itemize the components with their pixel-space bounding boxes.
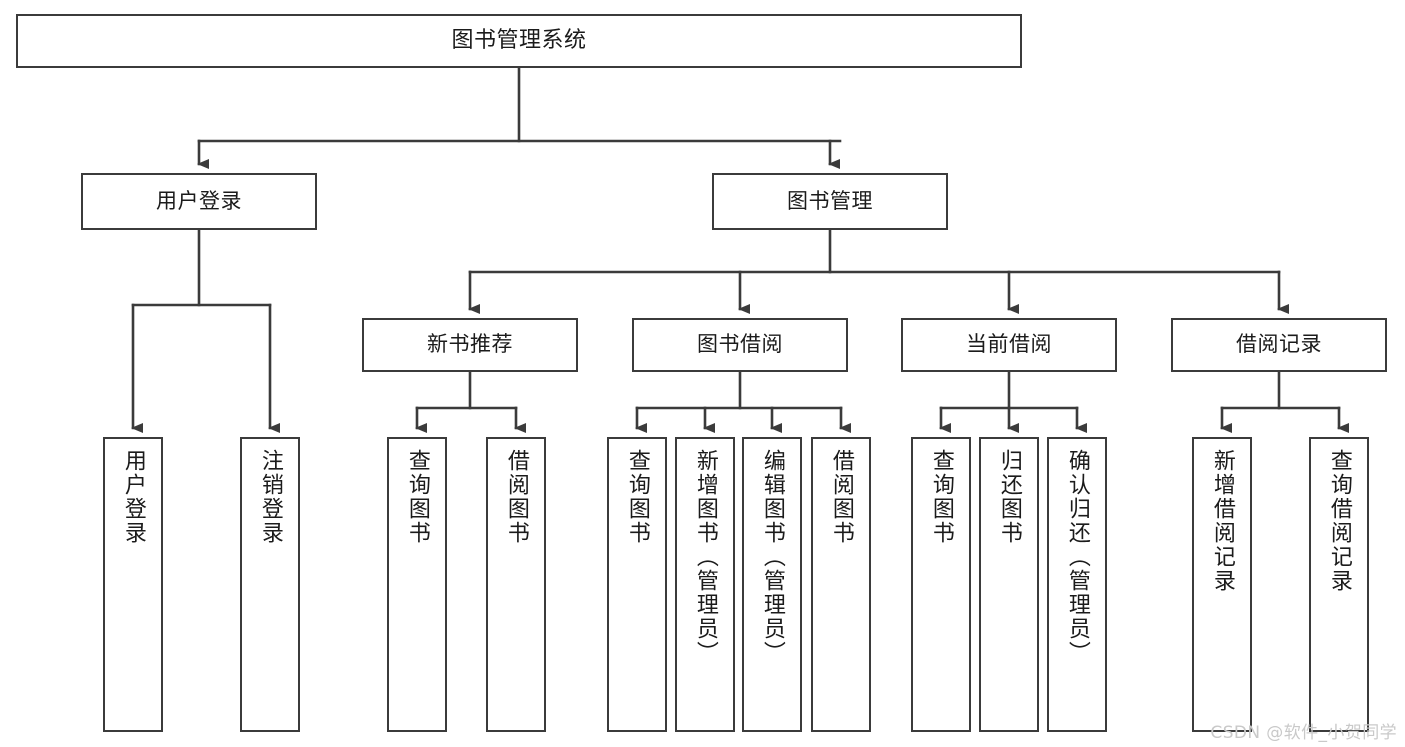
node-root-book-management-system[interactable]: 图书管理系统 [16,14,1022,68]
leaf-add-borrow-record-label: 新增借阅记录 [1209,449,1235,593]
node-book-manage[interactable]: 图书管理 [712,173,948,230]
leaf-return-book[interactable]: 归还图书 [979,437,1039,732]
leaf-edit-book-admin-label: 编辑图书（管理员） [759,449,785,665]
leaf-query-borrow-record-label: 查询借阅记录 [1326,449,1352,593]
node-new-book-recommend-label: 新书推荐 [427,332,513,357]
node-user-login[interactable]: 用户登录 [81,173,317,230]
leaf-borrow-book-1-label: 借阅图书 [503,449,529,545]
leaf-edit-book-admin[interactable]: 编辑图书（管理员） [742,437,802,732]
node-new-book-recommend[interactable]: 新书推荐 [362,318,578,372]
leaf-user-login[interactable]: 用户登录 [103,437,163,732]
node-book-manage-label: 图书管理 [787,188,873,213]
leaf-borrow-book-2[interactable]: 借阅图书 [811,437,871,732]
leaf-borrow-book-2-label: 借阅图书 [828,449,854,545]
leaf-logout-login[interactable]: 注销登录 [240,437,300,732]
leaf-query-book-2[interactable]: 查询图书 [607,437,667,732]
leaf-query-book-1[interactable]: 查询图书 [387,437,447,732]
node-book-borrow-label: 图书借阅 [697,332,783,357]
csdn-watermark: CSDN @软件_小贺同学 [1210,723,1397,743]
leaf-borrow-book-1[interactable]: 借阅图书 [486,437,546,732]
node-current-borrow[interactable]: 当前借阅 [901,318,1117,372]
leaf-add-book-admin[interactable]: 新增图书（管理员） [675,437,735,732]
node-borrow-record[interactable]: 借阅记录 [1171,318,1387,372]
node-book-borrow[interactable]: 图书借阅 [632,318,848,372]
leaf-query-book-3[interactable]: 查询图书 [911,437,971,732]
leaf-query-borrow-record[interactable]: 查询借阅记录 [1309,437,1369,732]
node-current-borrow-label: 当前借阅 [966,332,1052,357]
leaf-confirm-return-admin[interactable]: 确认归还（管理员） [1047,437,1107,732]
leaf-add-book-admin-label: 新增图书（管理员） [692,449,718,665]
leaf-user-login-label: 用户登录 [120,449,146,545]
node-user-login-label: 用户登录 [156,188,242,213]
leaf-confirm-return-admin-label: 确认归还（管理员） [1064,449,1090,665]
leaf-add-borrow-record[interactable]: 新增借阅记录 [1192,437,1252,732]
leaf-query-book-3-label: 查询图书 [928,449,954,545]
leaf-logout-login-label: 注销登录 [257,449,283,545]
leaf-return-book-label: 归还图书 [996,449,1022,545]
node-borrow-record-label: 借阅记录 [1236,332,1322,357]
leaf-query-book-1-label: 查询图书 [404,449,430,545]
node-root-label: 图书管理系统 [451,27,587,53]
leaf-query-book-2-label: 查询图书 [624,449,650,545]
